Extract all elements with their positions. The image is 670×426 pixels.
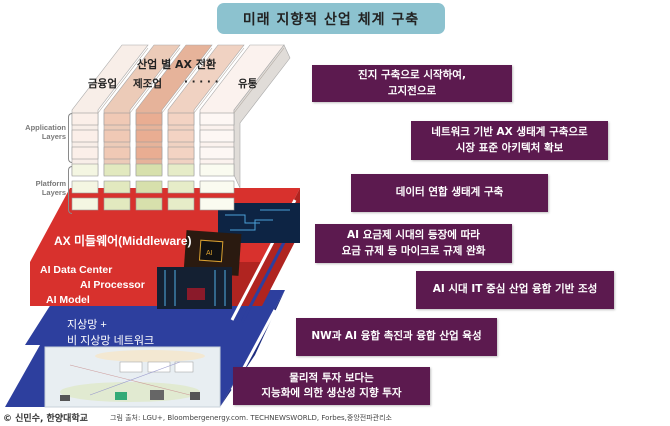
callout-7-line2: 지능화에 의한 생산성 지향 투자 [261,387,402,399]
middleware-label: AX 미들웨어(Middleware) [54,234,192,248]
diagram-title: 미래 지향적 산업 체계 구축 [217,3,445,34]
layered-architecture-diagram: AI [0,40,300,410]
application-layers-label: Application Layers [25,123,66,142]
callout-2: 네트워크 기반 AX 생태계 구축으로 시장 표준 아키텍처 확보 [411,121,608,160]
ai-model-label: AI Model [46,294,90,306]
callout-2-line2: 시장 표준 아키텍처 확보 [455,141,564,154]
callout-5-line1: AI 시대 IT 중심 산업 융합 기반 조성 [432,283,598,296]
callout-6-line1: NW과 AI 융합 촉진과 융합 산업 육성 [311,330,482,343]
callout-6: NW과 AI 융합 촉진과 융합 산업 육성 [296,318,497,356]
column-manufacturing: 제조업 [133,78,162,90]
image-source-text: 그림 출처: LGU+, Bloombergenergy.com. TECHNE… [110,414,392,422]
callout-2-line1: 네트워크 기반 AX 생태계 구축으로 [431,126,588,139]
column-retail: 유통 [238,78,258,90]
callout-4: AI 요금제 시대의 등장에 따라 요금 규제 등 마이크로 규제 완화 [315,224,512,263]
ai-processor-label: AI Processor [80,279,145,291]
callout-1-line2: 고지전으로 [387,84,437,97]
architecture-stack-graphic: AI [5,44,300,408]
callout-7-line1: 물리적 투자 보다는 [289,371,374,384]
callout-4-line1: AI 요금제 시대의 등장에 따라 [347,229,480,242]
column-finance: 금융업 [88,78,117,90]
callout-1-line1: 진지 구축으로 시작하여, [358,69,466,82]
network-label-line2: 비 지상망 네트워크 [67,335,155,347]
callout-3: 데이터 연합 생태계 구축 [351,174,548,212]
platform-layers-bracket [68,166,72,214]
platform-layers-label: Platform Layers [35,179,66,198]
ai-data-center-label: AI Data Center [40,264,113,276]
application-layers-bracket [68,113,72,163]
svg-text:AI: AI [206,250,213,257]
industry-ax-header: 산업 별 AX 전환 [137,58,217,71]
callout-4-line2: 요금 규제 등 마이크로 규제 완화 [341,244,486,257]
callout-1: 진지 구축으로 시작하여, 고지전으로 [312,65,512,102]
copyright-text: © 신민수, 한양대학교 [3,414,88,424]
callout-5: AI 시대 IT 중심 산업 융합 기반 조성 [416,271,614,309]
column-ellipsis: · · · · · [184,76,219,88]
network-label-line1: 지상망 + [67,319,107,331]
callout-3-line1: 데이터 연합 생태계 구축 [395,186,504,199]
callout-7: 물리적 투자 보다는 지능화에 의한 생산성 지향 투자 [233,367,430,405]
